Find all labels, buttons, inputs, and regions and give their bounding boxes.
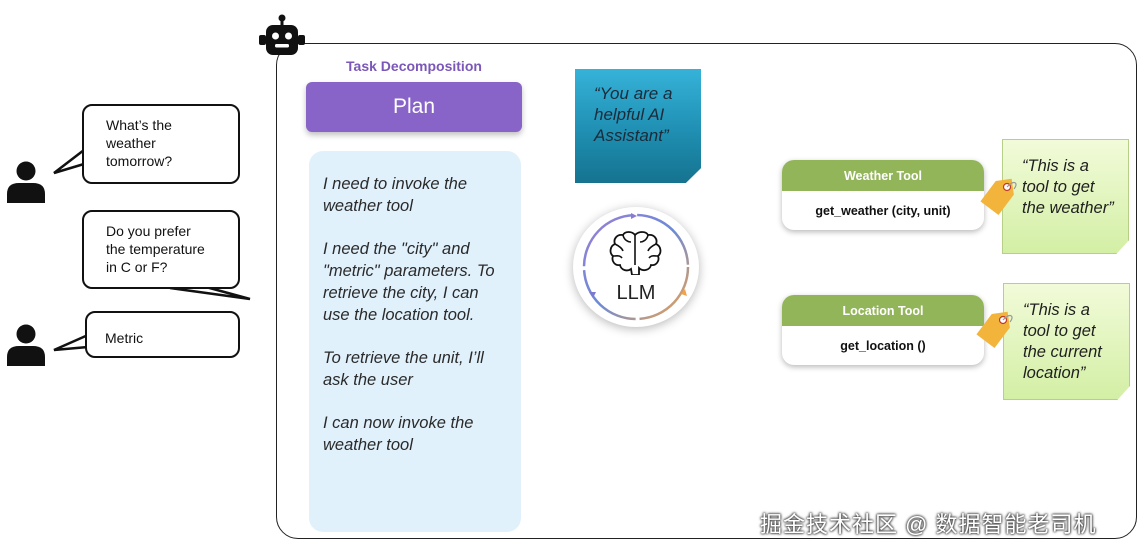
plan-title: Plan bbox=[306, 82, 522, 132]
bubble-line: Do you prefer bbox=[106, 223, 191, 239]
weather-tool-description: “This is a tool to get the weather” bbox=[1002, 139, 1129, 254]
location-tool-description: “This is a tool to get the current locat… bbox=[1003, 283, 1130, 400]
bubble-line: What’s the bbox=[106, 117, 172, 133]
bubble-line: in C or F? bbox=[106, 259, 168, 275]
plan-step: I need the "city" and "metric" parameter… bbox=[323, 240, 495, 324]
weather-tool-card: Weather Tool get_weather (city, unit) bbox=[782, 160, 984, 230]
user-question-bubble: What’s the weather tomorrow? bbox=[82, 104, 240, 184]
watermark: 掘金技术社区 @ 数据智能老司机 bbox=[760, 512, 1097, 537]
task-decomposition-label: Task Decomposition bbox=[346, 58, 482, 74]
user-icon bbox=[7, 324, 45, 366]
bubble-line: Metric bbox=[105, 330, 144, 346]
tag-icon bbox=[976, 311, 1013, 348]
agent-question-bubble: Do you prefer the temperature in C or F? bbox=[82, 210, 240, 289]
location-tool-card: Location Tool get_location () bbox=[782, 295, 984, 365]
plan-step: To retrieve the unit, I’ll ask the user bbox=[323, 349, 484, 389]
bubble-line: tomorrow? bbox=[106, 153, 173, 169]
llm-label: LLM bbox=[616, 282, 656, 304]
plan-step: I need to invoke the weather tool bbox=[323, 175, 468, 215]
tag-icon bbox=[980, 178, 1017, 215]
cycle-ring-icon bbox=[582, 213, 690, 321]
llm-node: LLM bbox=[573, 207, 699, 327]
brain-icon bbox=[609, 231, 662, 275]
system-prompt-note: “You are a helpful AI Assistant” bbox=[575, 69, 701, 183]
user-icon bbox=[7, 161, 45, 203]
plan-panel: I need to invoke the weather tool I need… bbox=[309, 151, 521, 532]
tool-signature: get_weather (city, unit) bbox=[815, 203, 951, 218]
tool-signature: get_location () bbox=[840, 338, 926, 353]
user-answer-bubble: Metric bbox=[85, 311, 240, 358]
bubble-line: weather bbox=[106, 135, 156, 151]
bubble-line: the temperature bbox=[106, 241, 205, 257]
tool-name: Location Tool bbox=[782, 295, 984, 326]
robot-icon bbox=[259, 14, 305, 55]
plan-step: I can now invoke the weather tool bbox=[323, 414, 474, 454]
tool-name: Weather Tool bbox=[782, 160, 984, 191]
